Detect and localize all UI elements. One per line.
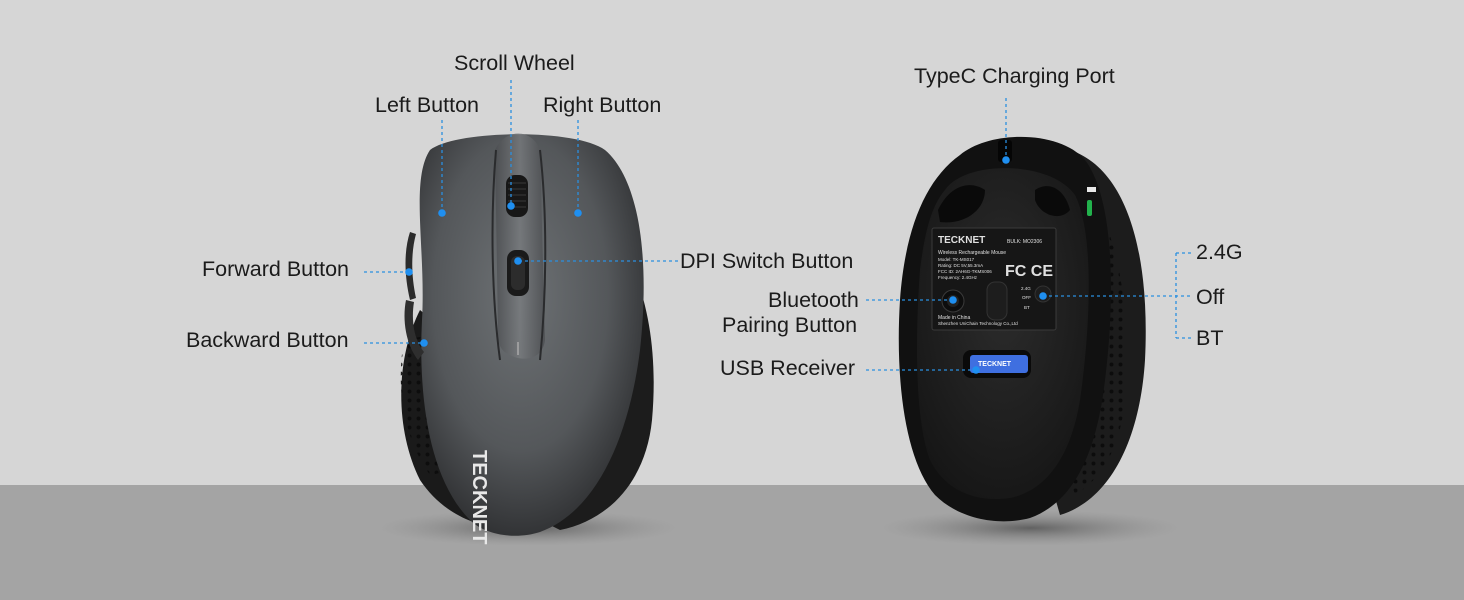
sticker-brand: TECKNET xyxy=(938,235,985,246)
sticker-fcc: FCC ID: 2AH6G-TKMS006 xyxy=(938,269,992,274)
right-mouse-shadow xyxy=(880,510,1180,546)
label-typec-port: TypeC Charging Port xyxy=(914,64,1115,88)
mouse-bottom-view xyxy=(898,136,1146,522)
scroll-wheel xyxy=(506,175,528,217)
label-scroll-wheel: Scroll Wheel xyxy=(454,51,575,75)
sticker-title: Wireless Rechargeable Mouse xyxy=(938,250,1006,256)
sticker-switch-24g: 2.4G xyxy=(1021,286,1031,291)
label-mode-24g: 2.4G xyxy=(1196,240,1243,264)
label-mode-off: Off xyxy=(1196,285,1225,309)
usb-receiver xyxy=(970,355,1028,373)
label-bluetooth-line2: Pairing Button xyxy=(722,313,858,337)
sticker-rating: Rating: DC 5V,55.3mA xyxy=(938,263,983,268)
label-bluetooth-line1: Bluetooth xyxy=(768,288,859,312)
mouse-brand-logo: TECKNET xyxy=(468,450,490,544)
sticker-origin: Made in China xyxy=(938,315,970,321)
studio-backdrop xyxy=(0,0,1464,485)
label-right-button: Right Button xyxy=(543,93,662,117)
label-usb-receiver: USB Receiver xyxy=(720,356,856,380)
callout-lines xyxy=(364,80,1192,371)
sticker-model: Model: TK-MS017 xyxy=(938,257,975,262)
sticker-switch-bt: BT xyxy=(1024,305,1030,310)
label-forward-button: Forward Button xyxy=(202,257,349,281)
compliance-mark: FC CE xyxy=(1005,263,1053,280)
power-led xyxy=(1087,200,1092,216)
typec-port xyxy=(998,140,1012,162)
label-dpi-switch: DPI Switch Button xyxy=(680,249,854,273)
callout-dots xyxy=(405,156,1047,374)
sticker-code: BULK: MO2306 xyxy=(1007,239,1042,245)
label-mode-bt: BT xyxy=(1196,326,1224,350)
sticker-frequency: Frequency: 2.4GHz xyxy=(938,275,978,280)
label-backward-button: Backward Button xyxy=(186,328,349,352)
receiver-brand: TECKNET xyxy=(978,361,1012,368)
mouse-top-view xyxy=(400,133,654,536)
sticker-switch-off: OFF xyxy=(1022,295,1031,300)
studio-floor xyxy=(0,485,1464,600)
label-left-button: Left Button xyxy=(375,93,479,117)
sticker-company: Shenzhen UniChain Technology Co.,Ltd xyxy=(938,321,1018,326)
